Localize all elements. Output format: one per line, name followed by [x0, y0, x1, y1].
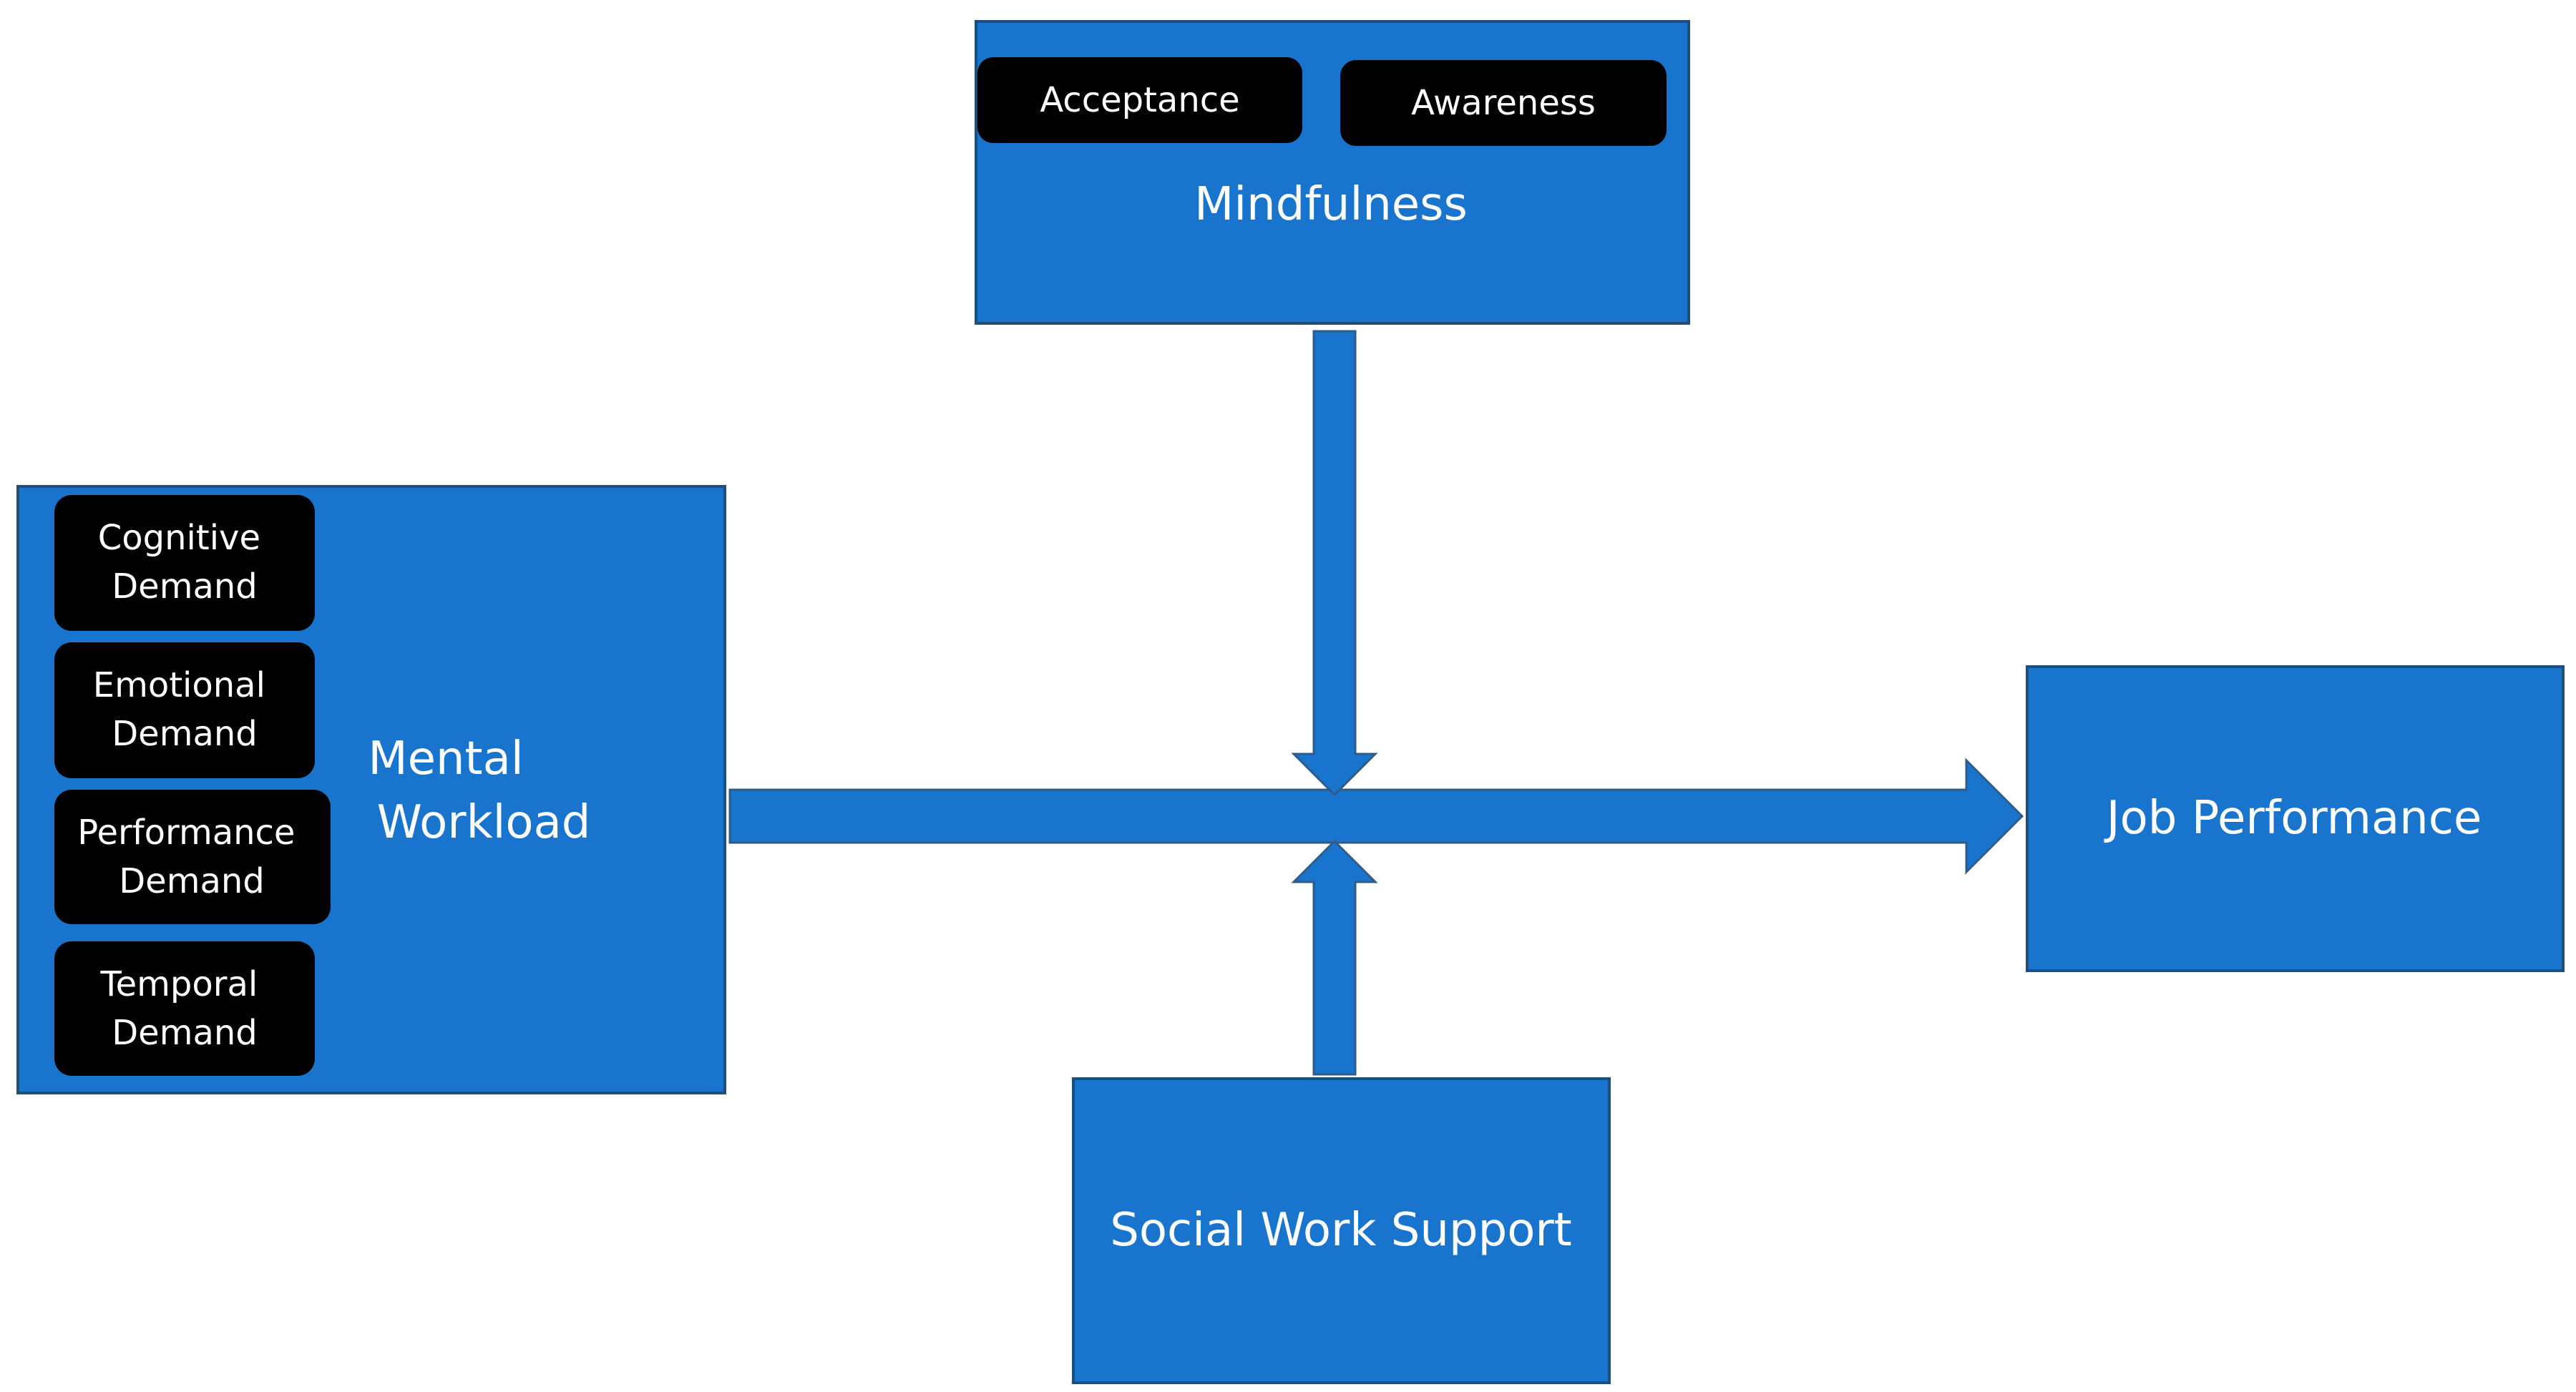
mental-workload-node: Cognitive Demand Emotional Demand Perfor…: [16, 485, 726, 1094]
social-work-support-node: Social Work Support: [1072, 1077, 1611, 1384]
temporal-demand-pill: [54, 941, 315, 1076]
performance-demand-label: Performance Demand: [77, 813, 306, 901]
temporal-demand-line1: Temporal: [99, 964, 258, 1004]
mindfulness-moderation-arrow: [1291, 330, 1378, 797]
mindfulness-node: Acceptance Awareness Mindfulness: [975, 20, 1690, 325]
emotional-demand-label: Emotional Demand: [93, 665, 276, 754]
job-performance-label: Job Performance: [2104, 792, 2482, 845]
cognitive-demand-line1: Cognitive: [98, 518, 260, 558]
mindfulness-label: Mindfulness: [1194, 178, 1468, 231]
cognitive-demand-pill: [54, 495, 315, 631]
social-work-support-box: [1072, 1077, 1611, 1384]
temporal-demand-line2: Demand: [112, 1013, 258, 1053]
mental-workload-label-line2: Workload: [377, 796, 591, 849]
emotional-demand-line2: Demand: [112, 714, 258, 754]
awareness-pill: [1340, 60, 1667, 146]
mental-workload-label-line1: Mental: [368, 732, 523, 785]
awareness-label: Awareness: [1411, 83, 1596, 123]
performance-demand-pill: [54, 790, 331, 924]
social-work-support-label: Social Work Support: [1110, 1204, 1572, 1257]
performance-demand-line1: Performance: [77, 813, 295, 853]
social-support-moderation-arrow: [1291, 839, 1378, 1076]
workload-to-performance-arrow: [728, 758, 2024, 875]
job-performance-box: [2026, 665, 2565, 972]
temporal-demand-label: Temporal Demand: [99, 964, 268, 1053]
cognitive-demand-line2: Demand: [112, 567, 258, 607]
acceptance-pill: [977, 57, 1302, 143]
acceptance-label: Acceptance: [1040, 80, 1239, 120]
cognitive-demand-label: Cognitive Demand: [98, 518, 271, 607]
emotional-demand-pill: [54, 642, 315, 778]
performance-demand-line2: Demand: [119, 861, 265, 901]
job-performance-node: Job Performance: [2026, 665, 2565, 972]
emotional-demand-line1: Emotional: [93, 665, 265, 705]
